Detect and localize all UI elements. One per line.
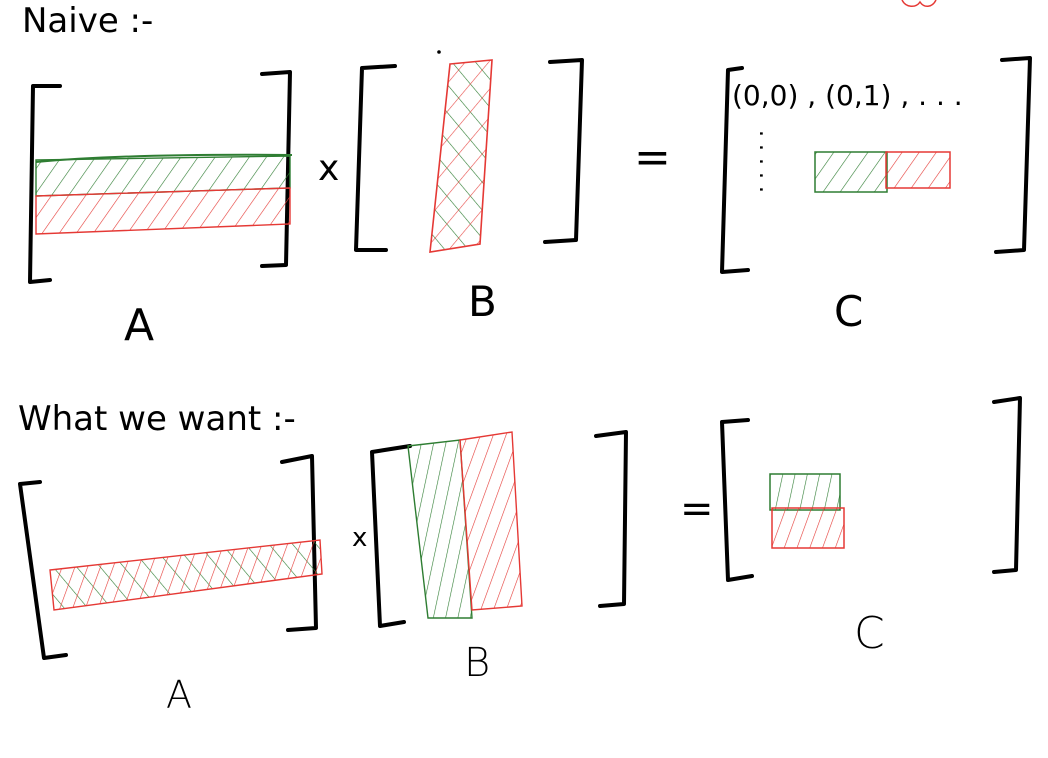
naive-a-red-row (35, 187, 291, 235)
naive-a-green-top-scribble (35, 153, 293, 163)
want-c-red-cell (771, 507, 845, 549)
naive-label-c: C (834, 287, 863, 336)
naive-c-dots: . . . . . (754, 130, 779, 193)
naive-a-left-bracket (28, 84, 62, 284)
naive-times-symbol: x (318, 148, 339, 189)
naive-equals-symbol: = (634, 132, 671, 183)
naive-b-dot (437, 50, 441, 54)
want-equals-symbol: = (680, 486, 714, 532)
naive-c-first-row: (0,0) , (0,1) , . . . (732, 79, 963, 112)
want-matrix-b (370, 430, 628, 628)
naive-matrix-c: (0,0) , (0,1) , . . . . . . . . (720, 56, 1032, 274)
want-heading: What we want :- (18, 399, 296, 439)
want-label-a: A (166, 673, 192, 717)
want-c-green-cell (769, 473, 841, 511)
want-b-red-column (459, 431, 523, 611)
naive-c-red-cell (885, 151, 951, 189)
naive-label-a: A (124, 300, 154, 351)
naive-b-right-bracket (543, 58, 584, 244)
want-matrix-a (18, 454, 323, 660)
want-b-green-column (407, 439, 473, 619)
naive-c-right-bracket (994, 56, 1032, 254)
naive-matrix-b (354, 50, 584, 253)
want-b-right-bracket (594, 430, 628, 608)
want-c-left-bracket (720, 418, 754, 582)
naive-c-left-bracket (720, 66, 750, 274)
naive-matrix-a (28, 70, 293, 284)
top-right-scribble (901, 0, 937, 7)
naive-c-green-cell (814, 151, 888, 193)
want-a-left-bracket (18, 480, 68, 660)
naive-label-b: B (468, 277, 497, 326)
want-b-left-bracket (370, 444, 412, 628)
want-label-b: B (464, 640, 490, 686)
want-times-symbol: x (352, 523, 367, 553)
naive-heading: Naive :- (22, 1, 153, 41)
naive-b-left-bracket (354, 64, 397, 252)
want-label-c: C (854, 608, 885, 659)
want-matrix-c (720, 396, 1022, 582)
want-c-right-bracket (992, 396, 1022, 574)
naive-b-column-red-hatch (430, 60, 492, 252)
want-a-row-red-hatch (50, 540, 322, 610)
